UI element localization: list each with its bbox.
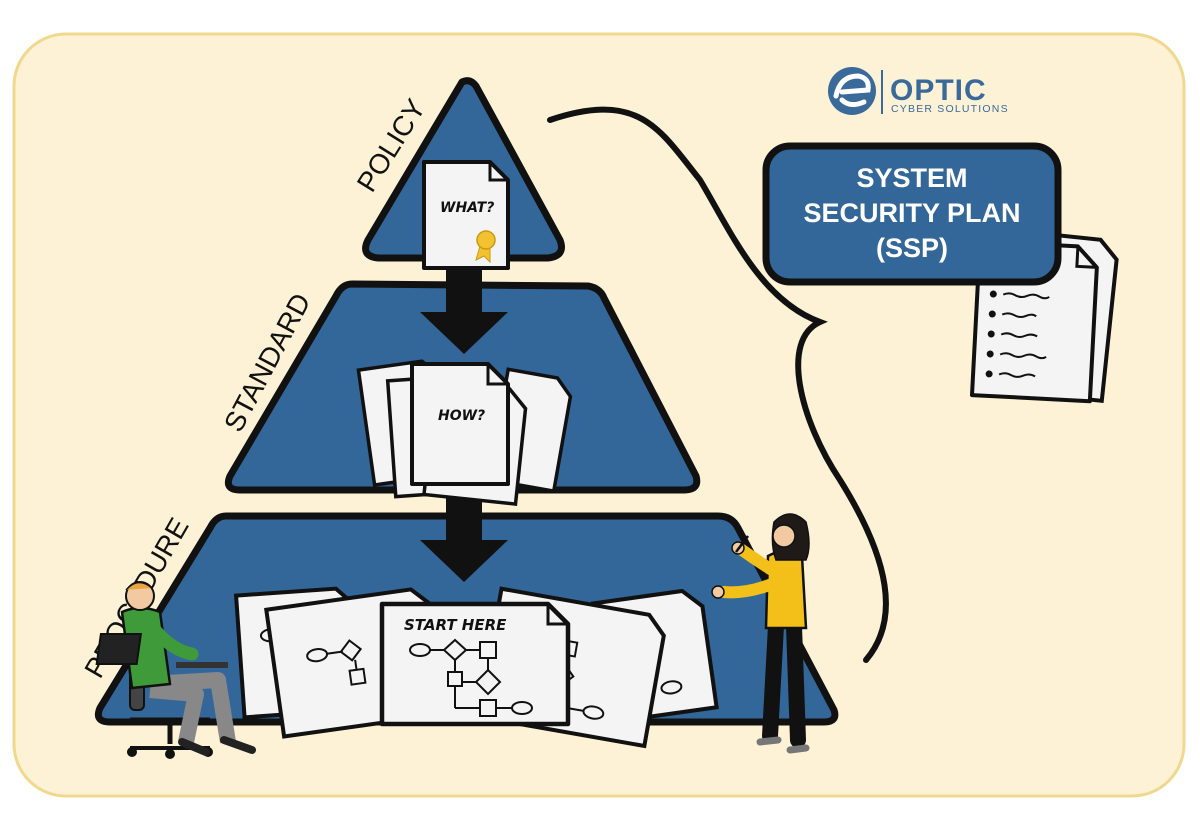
policy-doc-text: WHAT? [440, 200, 494, 216]
ribbon-seal-icon [475, 230, 496, 264]
ssp-box: SYSTEM SECURITY PLAN (SSP) [762, 142, 1062, 286]
logo-tagline: CYBER SOLUTIONS [891, 103, 1009, 115]
person-at-laptop-icon [95, 581, 256, 759]
optic-logo: OPTIC CYBER SOLUTIONS [828, 67, 1009, 115]
person-presenting-icon [711, 513, 810, 754]
document-icon: WHAT? [422, 160, 510, 270]
document-icon: HOW? [410, 362, 510, 486]
ssp-title-line2: SECURITY PLAN [803, 198, 1020, 228]
standard-doc-text: HOW? [438, 408, 485, 424]
flowchart-document-icon: START HERE [379, 601, 571, 727]
ssp-title-line3: (SSP) [876, 233, 948, 263]
optic-logo-icon [828, 67, 876, 115]
grouping-brace [547, 106, 889, 663]
down-arrow-icon [420, 268, 508, 354]
logo-name: OPTIC [890, 74, 987, 107]
ssp-title-line1: SYSTEM [856, 163, 967, 193]
procedure-doc-text: START HERE [404, 616, 507, 634]
standard-document-stack: HOW? [356, 359, 573, 506]
procedure-document-stack: START HERE [233, 586, 719, 749]
